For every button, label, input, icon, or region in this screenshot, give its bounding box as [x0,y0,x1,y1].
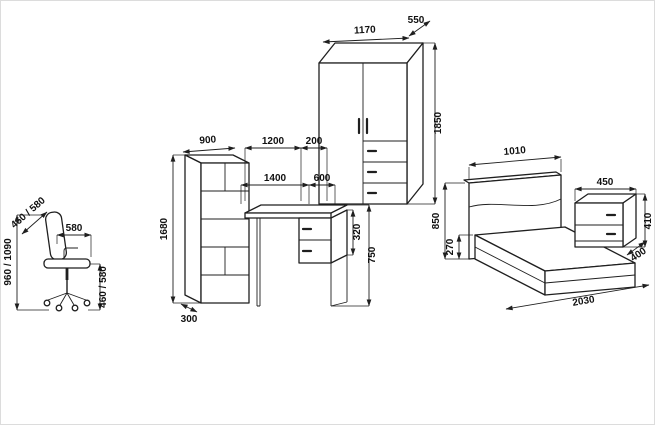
shelf-side-face [184,154,202,304]
desk-length-label: 1400 [264,173,287,184]
nightstand-width-label: 450 [597,177,614,188]
desk-top-ext-lines [244,148,328,201]
nightstand-side-face [622,193,637,248]
pedestal-height-label: 320 [352,223,363,240]
bed-width-dimline [468,155,562,167]
chair-base [47,292,87,306]
nightstand-drawing: 450 410 400 [574,177,654,264]
nightstand-drawer-handles [605,213,617,236]
chair-seatheight-label: 460 / 580 [98,266,109,308]
chair-seat-width-label: 580 [66,223,83,234]
bed-frame-line [474,246,636,284]
desk-right-support [330,255,348,307]
nightstand-depth-dimline [626,241,646,256]
chair-caster [55,304,63,312]
shelf-width-dimline [182,146,236,154]
desk-pedestal-side [330,209,348,264]
wardrobe-drawer-handles [366,149,378,195]
shelf-desk-drawing: 900 1200 200 1400 600 1680 300 320 750 [159,134,378,325]
nightstand-height-label: 410 [643,212,654,229]
desk-top-face [244,204,348,214]
wardrobe-width-label: 1170 [354,24,377,36]
desk-pedestal-front [298,217,332,264]
desk-depth-label: 600 [314,173,331,184]
chair-caster [83,299,91,307]
desk-left-leg [256,218,261,307]
chair-caster [71,304,79,312]
wardrobe-depth-dimline [408,20,431,37]
wardrobe-width-dimline [322,35,410,45]
desk-drawer-handles [301,227,313,253]
bed-length-label: 2030 [572,294,596,309]
chair-caster [43,299,51,307]
desk-height-label: 750 [367,246,378,263]
desk-top-edge [244,212,332,219]
bed-length-dimline [505,283,650,311]
wardrobe-drawing: 1170 550 1850 [318,15,444,205]
desk-top-label: 1200 [262,136,285,147]
wardrobe-door-handles [357,117,369,135]
wardrobe-height-label: 1850 [433,111,444,134]
chair-seat [43,258,91,269]
headboard-height-label: 850 [431,212,442,229]
wardrobe-depth-label: 550 [408,15,425,26]
bed-width-label: 1010 [503,145,527,158]
bed-drawing: 1010 850 270 2030 [431,145,650,311]
wardrobe-side-face [406,42,424,205]
chair-height-label: 960 / 1090 [3,238,14,286]
shelf-width-label: 900 [199,134,217,146]
headboard-curve [468,198,562,208]
chair-backrest-label: 460 / 580 [9,195,48,231]
chair-armrest [63,247,78,261]
chair-drawing: 460 / 580 960 / 1090 580 460 / 580 [3,195,109,312]
shelf-height-label: 1680 [159,217,170,240]
wardrobe-drawer-lines [363,140,407,184]
shelf-depth-label: 300 [181,314,198,325]
shelf-depth-dimline [180,303,198,313]
bedbase-height-label: 270 [445,238,456,255]
wardrobe-top-face [318,42,424,64]
chair-backrest-dimline [21,211,48,235]
desk-overhang-label: 200 [306,136,323,147]
desk-length-ext-lines [240,185,336,204]
